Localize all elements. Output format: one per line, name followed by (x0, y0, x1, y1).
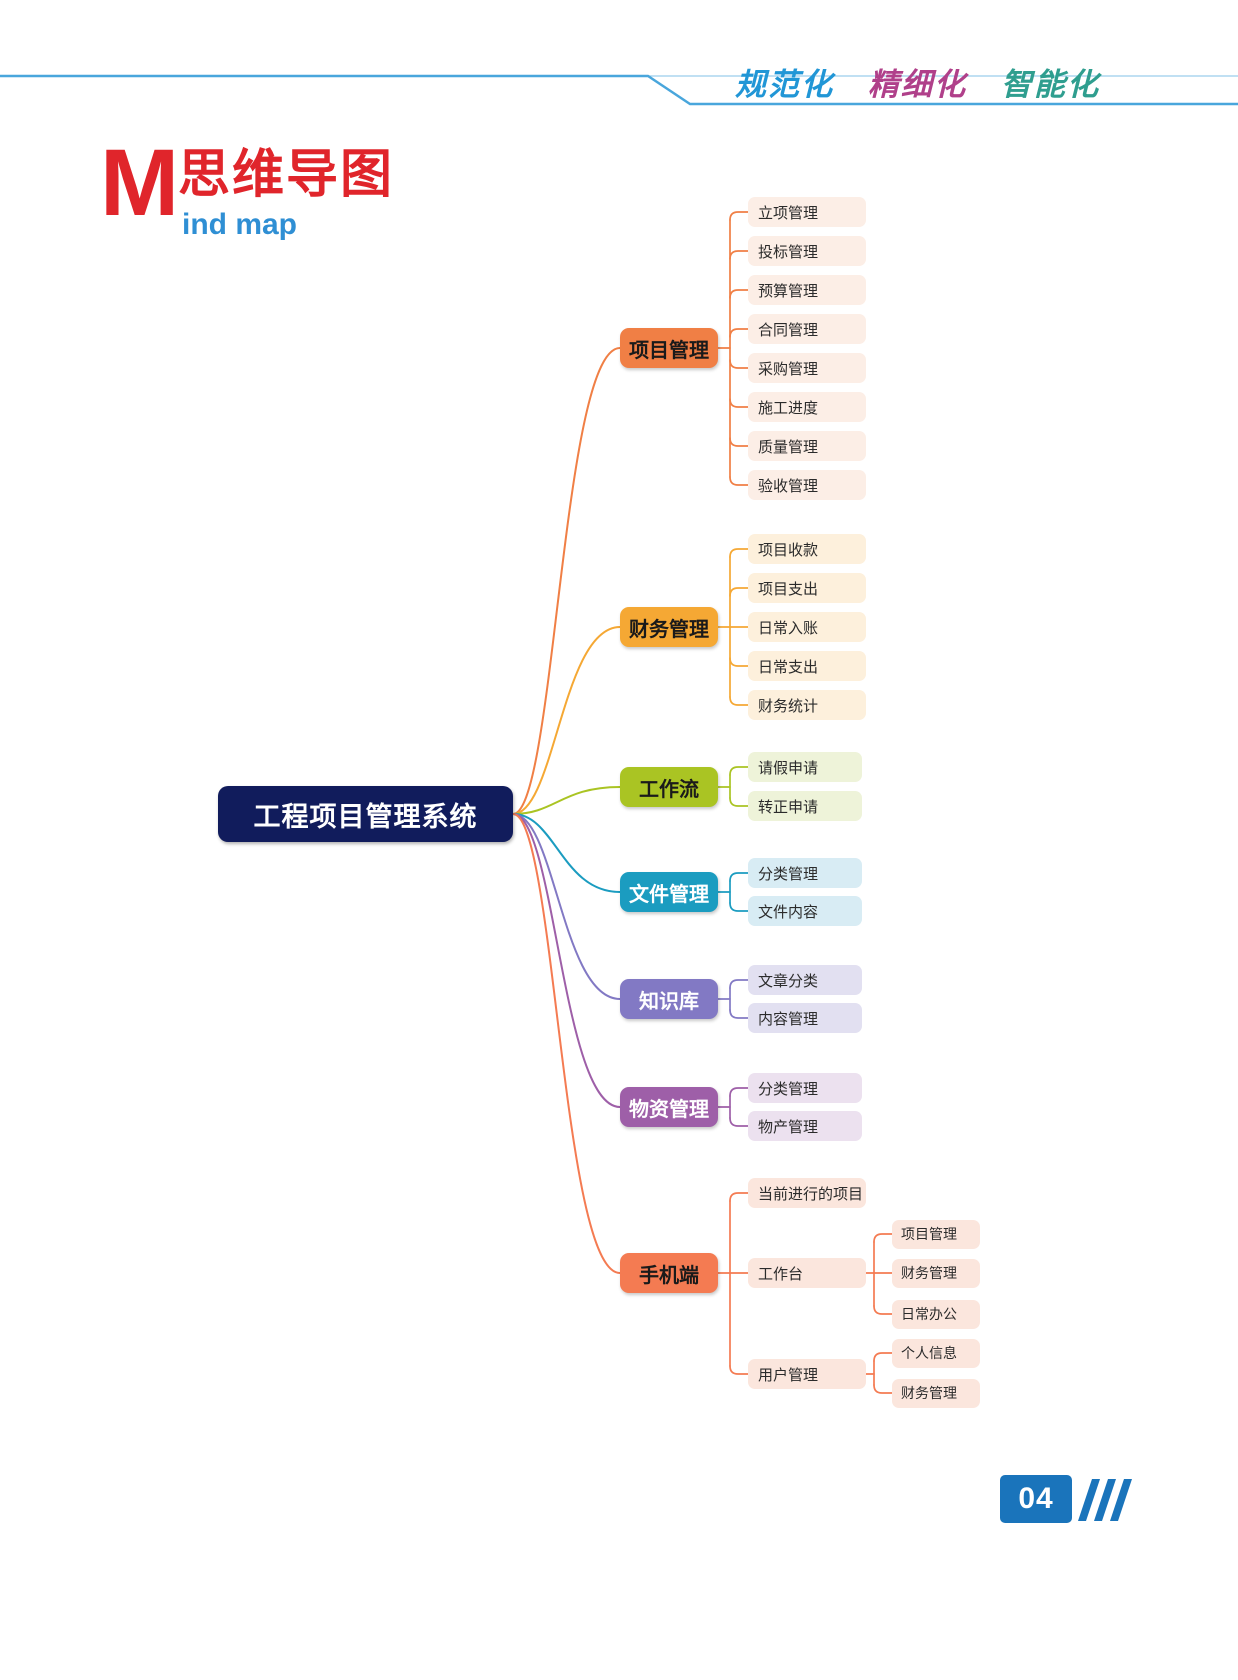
branch-node-3-label: 工作流 (639, 778, 699, 801)
leaf-node-4-2-label: 文件内容 (758, 903, 819, 921)
leaf-node-2-5[interactable]: 财务统计 (748, 690, 866, 720)
leaf-node-4-1-label: 分类管理 (758, 865, 819, 883)
leaf-node-1-6-label: 施工进度 (758, 399, 819, 417)
leaf-node-2-5-label: 财务统计 (758, 697, 819, 715)
leaf-node-5-1[interactable]: 文章分类 (748, 965, 862, 995)
subleaf-node-7-3-2[interactable]: 财务管理 (892, 1378, 980, 1408)
branch-node-1-label: 项目管理 (629, 339, 709, 362)
leaf-node-3-2[interactable]: 转正申请 (748, 791, 862, 821)
leaf-node-6-1-label: 分类管理 (758, 1080, 819, 1098)
branch-node-6[interactable]: 物资管理 (620, 1087, 718, 1127)
leaf-node-7-2-label: 工作台 (758, 1265, 804, 1283)
leaf-node-1-2[interactable]: 投标管理 (748, 236, 866, 266)
leaf-node-1-6[interactable]: 施工进度 (748, 392, 866, 422)
leaf-node-1-4[interactable]: 合同管理 (748, 314, 866, 344)
page-number-stripes (1078, 1479, 1132, 1521)
leaf-node-7-1[interactable]: 当前进行的项目 (748, 1178, 866, 1208)
leaf-node-1-5[interactable]: 采购管理 (748, 353, 866, 383)
branch-node-7-label: 手机端 (639, 1264, 699, 1287)
leaf-node-1-3-label: 预算管理 (758, 282, 819, 300)
leaf-node-2-4-label: 日常支出 (758, 658, 819, 676)
leaf-node-2-3[interactable]: 日常入账 (748, 612, 866, 642)
leaf-node-4-1[interactable]: 分类管理 (748, 858, 862, 888)
leaf-node-7-3-label: 用户管理 (758, 1366, 819, 1384)
leaf-node-3-1[interactable]: 请假申请 (748, 752, 862, 782)
leaf-node-4-2[interactable]: 文件内容 (748, 896, 862, 926)
branch-node-5-label: 知识库 (639, 990, 699, 1013)
subleaf-node-7-2-1-label: 项目管理 (901, 1226, 957, 1242)
subleaf-node-7-3-1[interactable]: 个人信息 (892, 1338, 980, 1368)
leaf-node-5-2[interactable]: 内容管理 (748, 1003, 862, 1033)
leaf-node-6-2[interactable]: 物产管理 (748, 1111, 862, 1141)
leaf-node-7-3[interactable]: 用户管理 (748, 1359, 866, 1389)
title-chinese: 思维导图 (178, 146, 395, 204)
leaf-node-2-4[interactable]: 日常支出 (748, 651, 866, 681)
leaf-node-7-2[interactable]: 工作台 (748, 1258, 866, 1288)
subleaf-node-7-2-3-label: 日常办公 (901, 1306, 957, 1322)
leaf-node-2-2[interactable]: 项目支出 (748, 573, 866, 603)
slogan-word-2: 精细化 (868, 66, 967, 102)
leaf-node-6-1[interactable]: 分类管理 (748, 1073, 862, 1103)
branch-node-6-label: 物资管理 (629, 1098, 709, 1121)
leaf-node-2-1[interactable]: 项目收款 (748, 534, 866, 564)
header-slogan: 规范化 精细化 智能化 (735, 56, 1155, 106)
root-node-label: 工程项目管理系统 (253, 801, 478, 832)
branch-node-4[interactable]: 文件管理 (620, 872, 718, 912)
leaf-node-3-2-label: 转正申请 (758, 798, 819, 816)
leaf-node-2-2-label: 项目支出 (758, 580, 819, 598)
leaf-node-1-8[interactable]: 验收管理 (748, 470, 866, 500)
branch-node-7[interactable]: 手机端 (620, 1253, 718, 1293)
leaf-node-1-5-label: 采购管理 (758, 360, 819, 378)
branch-node-1[interactable]: 项目管理 (620, 328, 718, 368)
leaf-node-1-1[interactable]: 立项管理 (748, 197, 866, 227)
leaf-node-5-1-label: 文章分类 (758, 972, 819, 990)
branch-node-4-label: 文件管理 (629, 883, 709, 906)
slogan-word-1: 规范化 (735, 66, 834, 102)
subleaf-node-7-3-1-label: 个人信息 (901, 1345, 957, 1361)
leaf-node-1-3[interactable]: 预算管理 (748, 275, 866, 305)
subleaf-node-7-3-2-label: 财务管理 (901, 1385, 957, 1401)
root-node[interactable]: 工程项目管理系统 (218, 786, 513, 842)
branch-node-5[interactable]: 知识库 (620, 979, 718, 1019)
page-number-box: 04 (1000, 1475, 1072, 1523)
branch-node-2-label: 财务管理 (629, 618, 709, 641)
branch-node-3[interactable]: 工作流 (620, 767, 718, 807)
leaf-node-7-1-label: 当前进行的项目 (758, 1185, 864, 1203)
page-number: 04 (1000, 1475, 1160, 1527)
leaf-node-3-1-label: 请假申请 (758, 759, 819, 777)
subleaf-node-7-2-2[interactable]: 财务管理 (892, 1258, 980, 1288)
leaf-node-1-4-label: 合同管理 (758, 321, 819, 339)
leaf-node-6-2-label: 物产管理 (758, 1118, 819, 1136)
leaf-node-2-1-label: 项目收款 (758, 541, 819, 559)
title-english: ind map (182, 208, 298, 241)
slogan-word-3: 智能化 (1001, 66, 1100, 102)
title-initial-m: M (100, 130, 180, 236)
branch-node-2[interactable]: 财务管理 (620, 607, 718, 647)
leaf-node-1-1-label: 立项管理 (758, 204, 819, 222)
leaf-node-5-2-label: 内容管理 (758, 1010, 819, 1028)
leaf-node-2-3-label: 日常入账 (758, 619, 819, 637)
leaf-node-1-8-label: 验收管理 (758, 477, 819, 495)
subleaf-node-7-2-3[interactable]: 日常办公 (892, 1299, 980, 1329)
page-title: M 思维导图 ind map (100, 130, 500, 250)
leaf-node-1-7[interactable]: 质量管理 (748, 431, 866, 461)
subleaf-node-7-2-1[interactable]: 项目管理 (892, 1219, 980, 1249)
leaf-node-1-2-label: 投标管理 (758, 243, 819, 261)
header-decoration (0, 74, 1238, 106)
subleaf-node-7-2-2-label: 财务管理 (901, 1265, 957, 1281)
leaf-node-1-7-label: 质量管理 (758, 438, 819, 456)
